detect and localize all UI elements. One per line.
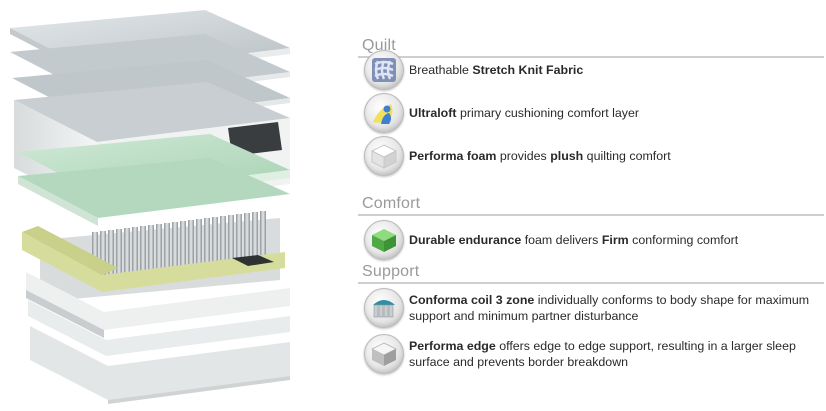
- base-layer-three: [30, 326, 290, 404]
- layer-description: Conforma coil 3 zone individually confor…: [409, 292, 824, 324]
- section-divider: [358, 56, 824, 58]
- layer-description: Breathable Stretch Knit Fabric: [409, 62, 583, 78]
- layer-item: Durable endurance foam delivers Firm con…: [364, 220, 824, 260]
- section-title: Comfort: [362, 195, 421, 212]
- ultraloft-fiber-icon: [364, 93, 404, 133]
- description-text: Breathable: [409, 63, 473, 77]
- layer-item: Ultraloft primary cushioning comfort lay…: [364, 93, 824, 133]
- section-title: Support: [362, 263, 420, 280]
- layer-item: Breathable Stretch Knit Fabric: [364, 50, 824, 90]
- description-text: individually conforms to body shape for …: [409, 293, 810, 323]
- mattress-layer-diagram: [10, 10, 290, 404]
- base-layer-one: [26, 272, 290, 338]
- layer-description: Performa foam provides plush quilting co…: [409, 148, 671, 164]
- green-foam-cube-icon: [364, 220, 404, 260]
- description-emphasis: Conforma coil 3 zone: [409, 293, 535, 307]
- description-text: primary cushioning comfort layer: [456, 106, 639, 120]
- description-text: offers edge to edge support, resulting i…: [409, 339, 796, 369]
- description-text: provides: [496, 149, 551, 163]
- description-emphasis: Stretch Knit Fabric: [472, 63, 584, 77]
- description-emphasis: Durable endurance: [409, 233, 522, 247]
- coil-spring-icon: [364, 288, 404, 328]
- layer-description: Performa edge offers edge to edge suppor…: [409, 338, 824, 370]
- description-text: quilting comfort: [583, 149, 671, 163]
- layer-item: Conforma coil 3 zone individually confor…: [364, 288, 824, 328]
- edge-support-frame: [22, 226, 285, 292]
- description-emphasis: Ultraloft: [409, 106, 457, 120]
- layer-description: Durable endurance foam delivers Firm con…: [409, 232, 738, 248]
- section-title: Quilt: [362, 37, 396, 54]
- layer-item: Performa foam provides plush quilting co…: [364, 136, 824, 176]
- description-emphasis: plush: [550, 149, 584, 163]
- white-foam-cube-icon: [364, 136, 404, 176]
- comfort-second-layer: [18, 158, 290, 226]
- section-header-comfort: Comfort: [358, 194, 824, 216]
- layer-item: Performa edge offers edge to edge suppor…: [364, 334, 824, 374]
- knit-fabric-icon: [364, 50, 404, 90]
- section-divider: [358, 282, 824, 284]
- layer-description: Ultraloft primary cushioning comfort lay…: [409, 105, 639, 121]
- description-emphasis: Performa edge: [409, 339, 496, 353]
- section-header-support: Support: [358, 262, 824, 284]
- base-layer-two: [28, 300, 290, 356]
- description-emphasis: Performa foam: [409, 149, 497, 163]
- foam-edge-icon: [364, 334, 404, 374]
- section-header-quilt: Quilt: [358, 36, 824, 58]
- section-divider: [358, 214, 824, 216]
- description-emphasis: Firm: [601, 233, 629, 247]
- description-text: conforming comfort: [628, 233, 739, 247]
- description-text: foam delivers: [521, 233, 602, 247]
